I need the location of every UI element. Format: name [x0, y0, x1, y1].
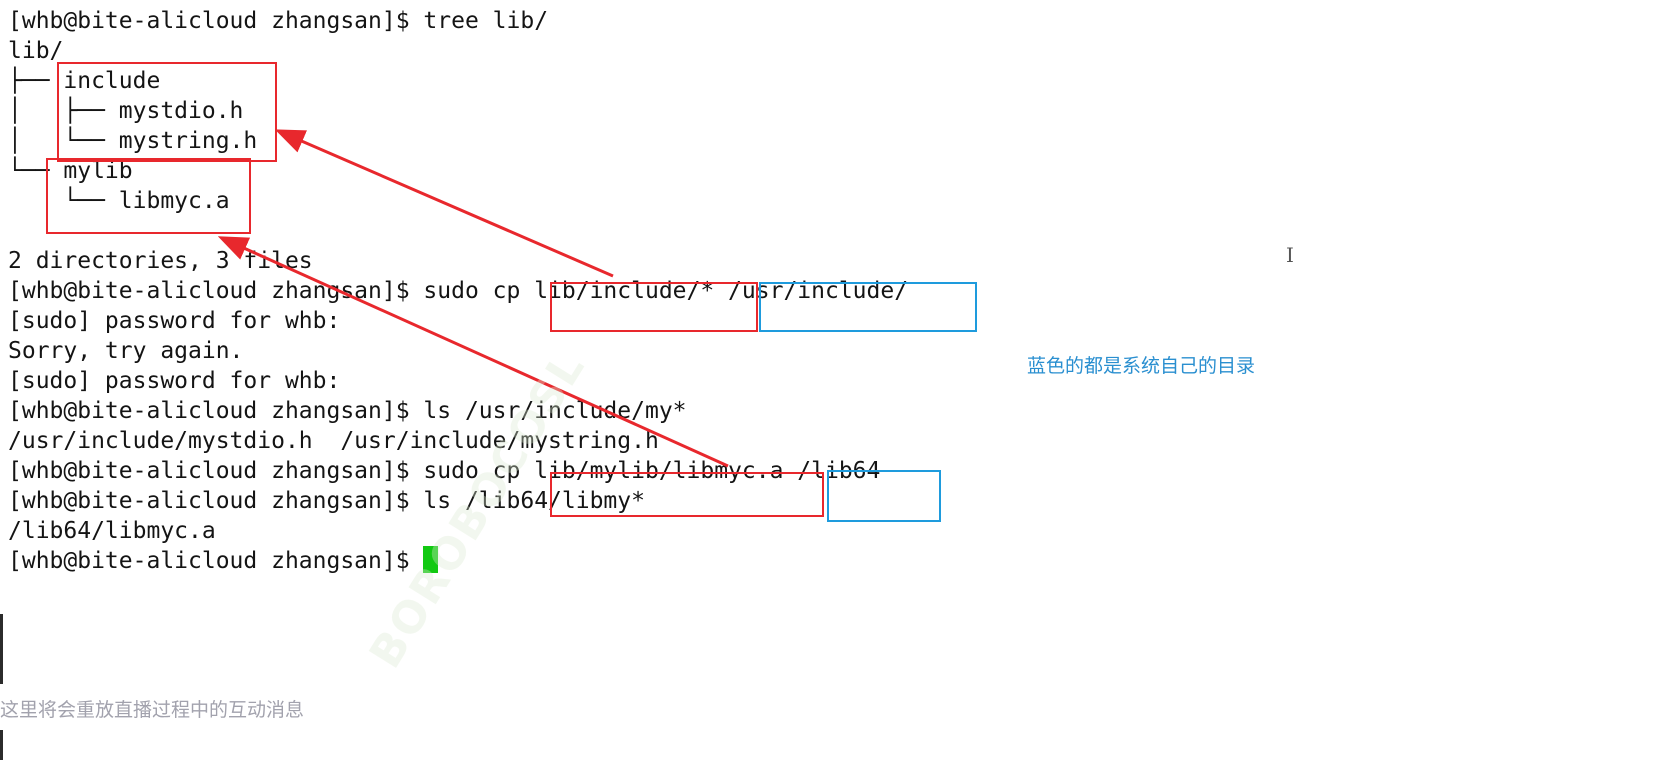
text-cursor-icon: I [1286, 243, 1294, 267]
mylib-dir-highlight [46, 158, 251, 234]
terminal-line: [whb@bite-alicloud zhangsan]$ ls /usr/in… [8, 398, 687, 424]
left-edge-bar [0, 730, 3, 760]
tree-line-mystring: │ └── mystring.h [8, 128, 258, 154]
arrow-include [274, 129, 614, 278]
usr-include-highlight [759, 282, 977, 332]
terminal-line: lib/ [8, 38, 64, 64]
terminal-line: [whb@bite-alicloud zhangsan]$ ls /lib64/… [8, 488, 645, 514]
arrow-libmyc [217, 236, 729, 468]
tree-line-include: ├── include [8, 68, 161, 94]
libmyc-source-highlight [550, 472, 824, 517]
left-edge-bar [0, 614, 3, 684]
terminal-line: [whb@bite-alicloud zhangsan]$ sudo cp li… [8, 458, 881, 484]
terminal-line: /lib64/libmyc.a [8, 518, 216, 544]
terminal-line: Sorry, try again. [8, 338, 244, 364]
terminal-line: [sudo] password for whb: [8, 368, 341, 394]
cursor-block [423, 546, 439, 573]
include-dir-highlight [57, 62, 277, 162]
terminal-line: /usr/include/mystdio.h /usr/include/myst… [8, 428, 659, 454]
tree-line-libmyc: └── libmyc.a [8, 188, 230, 214]
annotation-note: 蓝色的都是系统自己的目录 [1027, 355, 1256, 377]
live-replay-message: 这里将会重放直播过程中的互动消息 [0, 699, 305, 721]
terminal-prompt-line: [whb@bite-alicloud zhangsan]$ [8, 546, 439, 576]
terminal-line: 2 directories, 3 files [8, 248, 313, 274]
terminal-prompt: [whb@bite-alicloud zhangsan]$ [8, 548, 424, 574]
terminal-line: [whb@bite-alicloud zhangsan]$ sudo cp li… [8, 278, 909, 304]
tree-line-mystdio: │ ├── mystdio.h [8, 98, 244, 124]
tree-line-mylib: └── mylib [8, 158, 133, 184]
terminal-line: [sudo] password for whb: [8, 308, 341, 334]
include-source-highlight [550, 282, 758, 332]
terminal-line: [whb@bite-alicloud zhangsan]$ tree lib/ [8, 8, 549, 34]
lib64-highlight [827, 470, 941, 522]
